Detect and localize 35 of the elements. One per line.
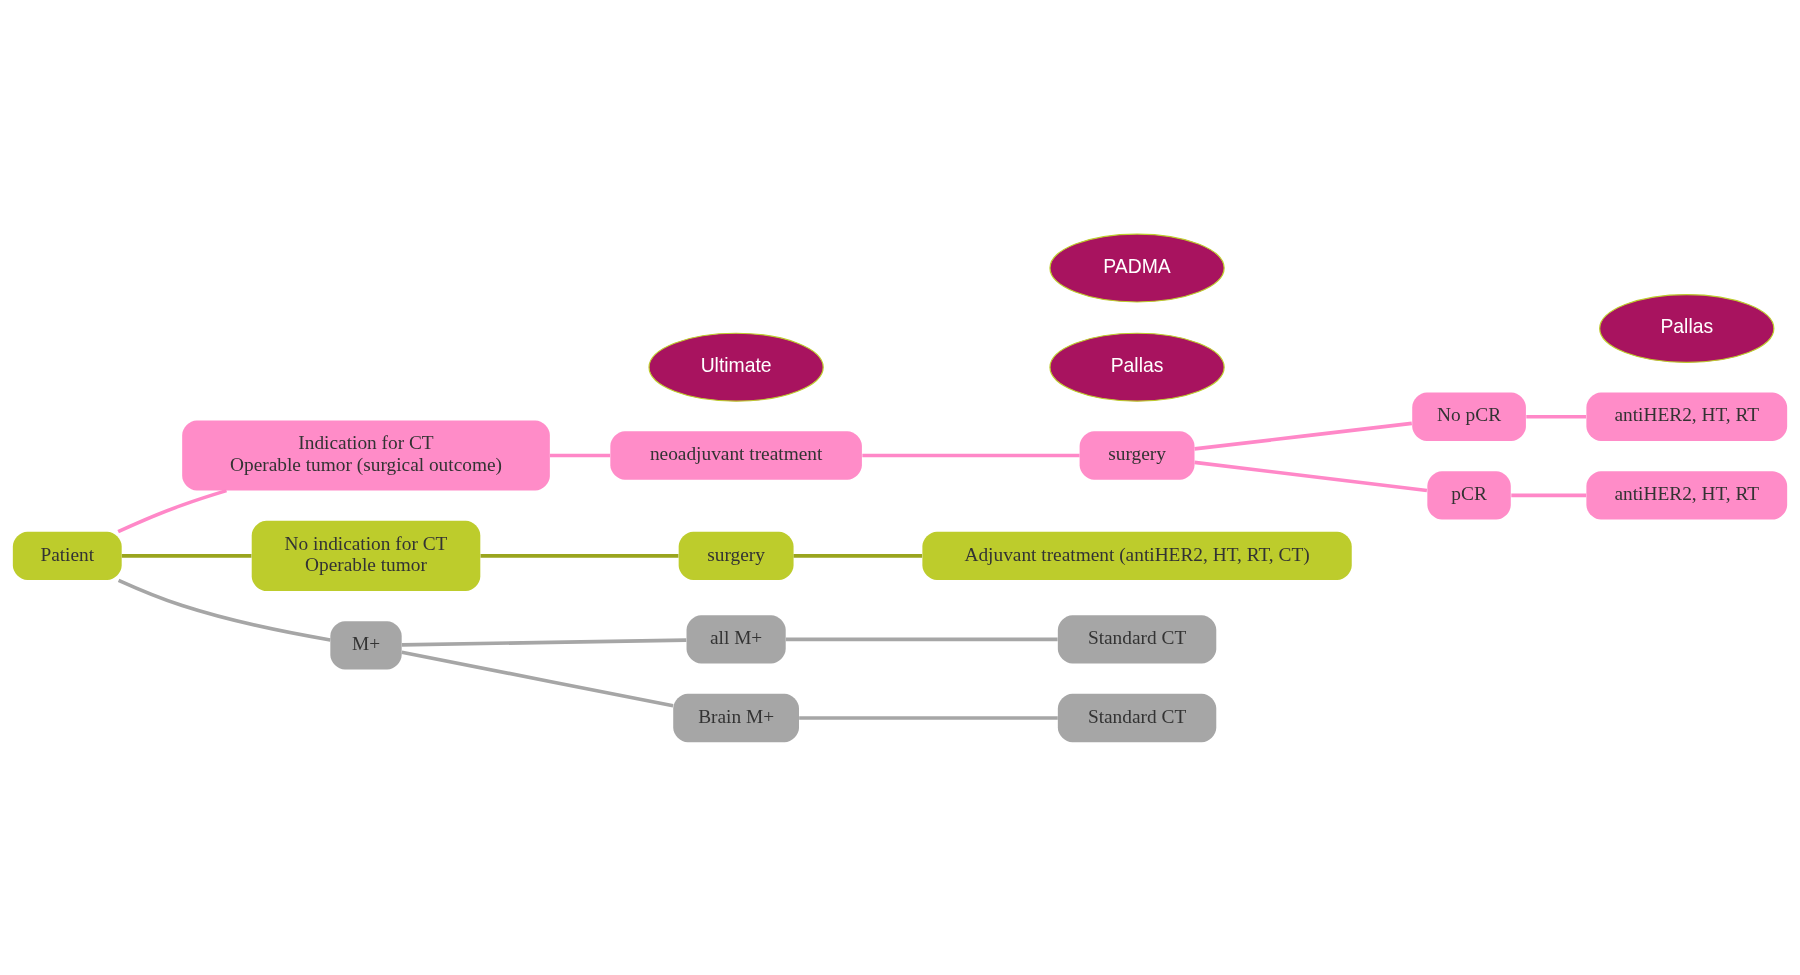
node-box: all M+ bbox=[686, 614, 786, 664]
node-box: surgery bbox=[678, 531, 794, 580]
connector bbox=[480, 553, 679, 558]
node-box: Adjuvant treatment (antiHER2, HT, RT, CT) bbox=[922, 531, 1352, 580]
node-box: Brain M+ bbox=[673, 693, 799, 742]
node-box: surgery bbox=[1079, 430, 1195, 480]
node-box: neoadjuvant treatment bbox=[610, 430, 862, 480]
connector bbox=[117, 488, 227, 533]
node-box: antiHER2, HT, RT bbox=[1586, 392, 1788, 441]
node-ellipse: Pallas bbox=[1599, 293, 1775, 363]
node-box: No pCR bbox=[1412, 392, 1526, 441]
node-box: pCR bbox=[1427, 470, 1511, 520]
node-box: Standard CT bbox=[1057, 614, 1217, 664]
connector bbox=[121, 553, 252, 558]
connector bbox=[550, 453, 611, 457]
connector bbox=[401, 637, 687, 647]
connector bbox=[1194, 460, 1428, 492]
node-box: No indication for CT Operable tumor bbox=[251, 520, 481, 591]
connector bbox=[1511, 493, 1587, 497]
connector bbox=[401, 649, 674, 708]
connector bbox=[793, 553, 923, 558]
connector bbox=[117, 578, 331, 642]
node-ellipse: Ultimate bbox=[648, 332, 824, 402]
node-ellipse: PADMA bbox=[1049, 233, 1225, 303]
node-box: Indication for CT Operable tumor (surgical outcome) bbox=[182, 419, 550, 491]
node-box: antiHER2, HT, RT bbox=[1586, 470, 1788, 520]
connector bbox=[799, 715, 1058, 720]
connector bbox=[1526, 414, 1587, 419]
connector bbox=[785, 637, 1058, 641]
node-box: Patient bbox=[12, 531, 122, 580]
node-box: M+ bbox=[330, 620, 402, 670]
connector bbox=[862, 453, 1080, 457]
node-box: Standard CT bbox=[1057, 693, 1217, 742]
node-ellipse: Pallas bbox=[1049, 332, 1225, 402]
connector bbox=[1194, 421, 1413, 451]
